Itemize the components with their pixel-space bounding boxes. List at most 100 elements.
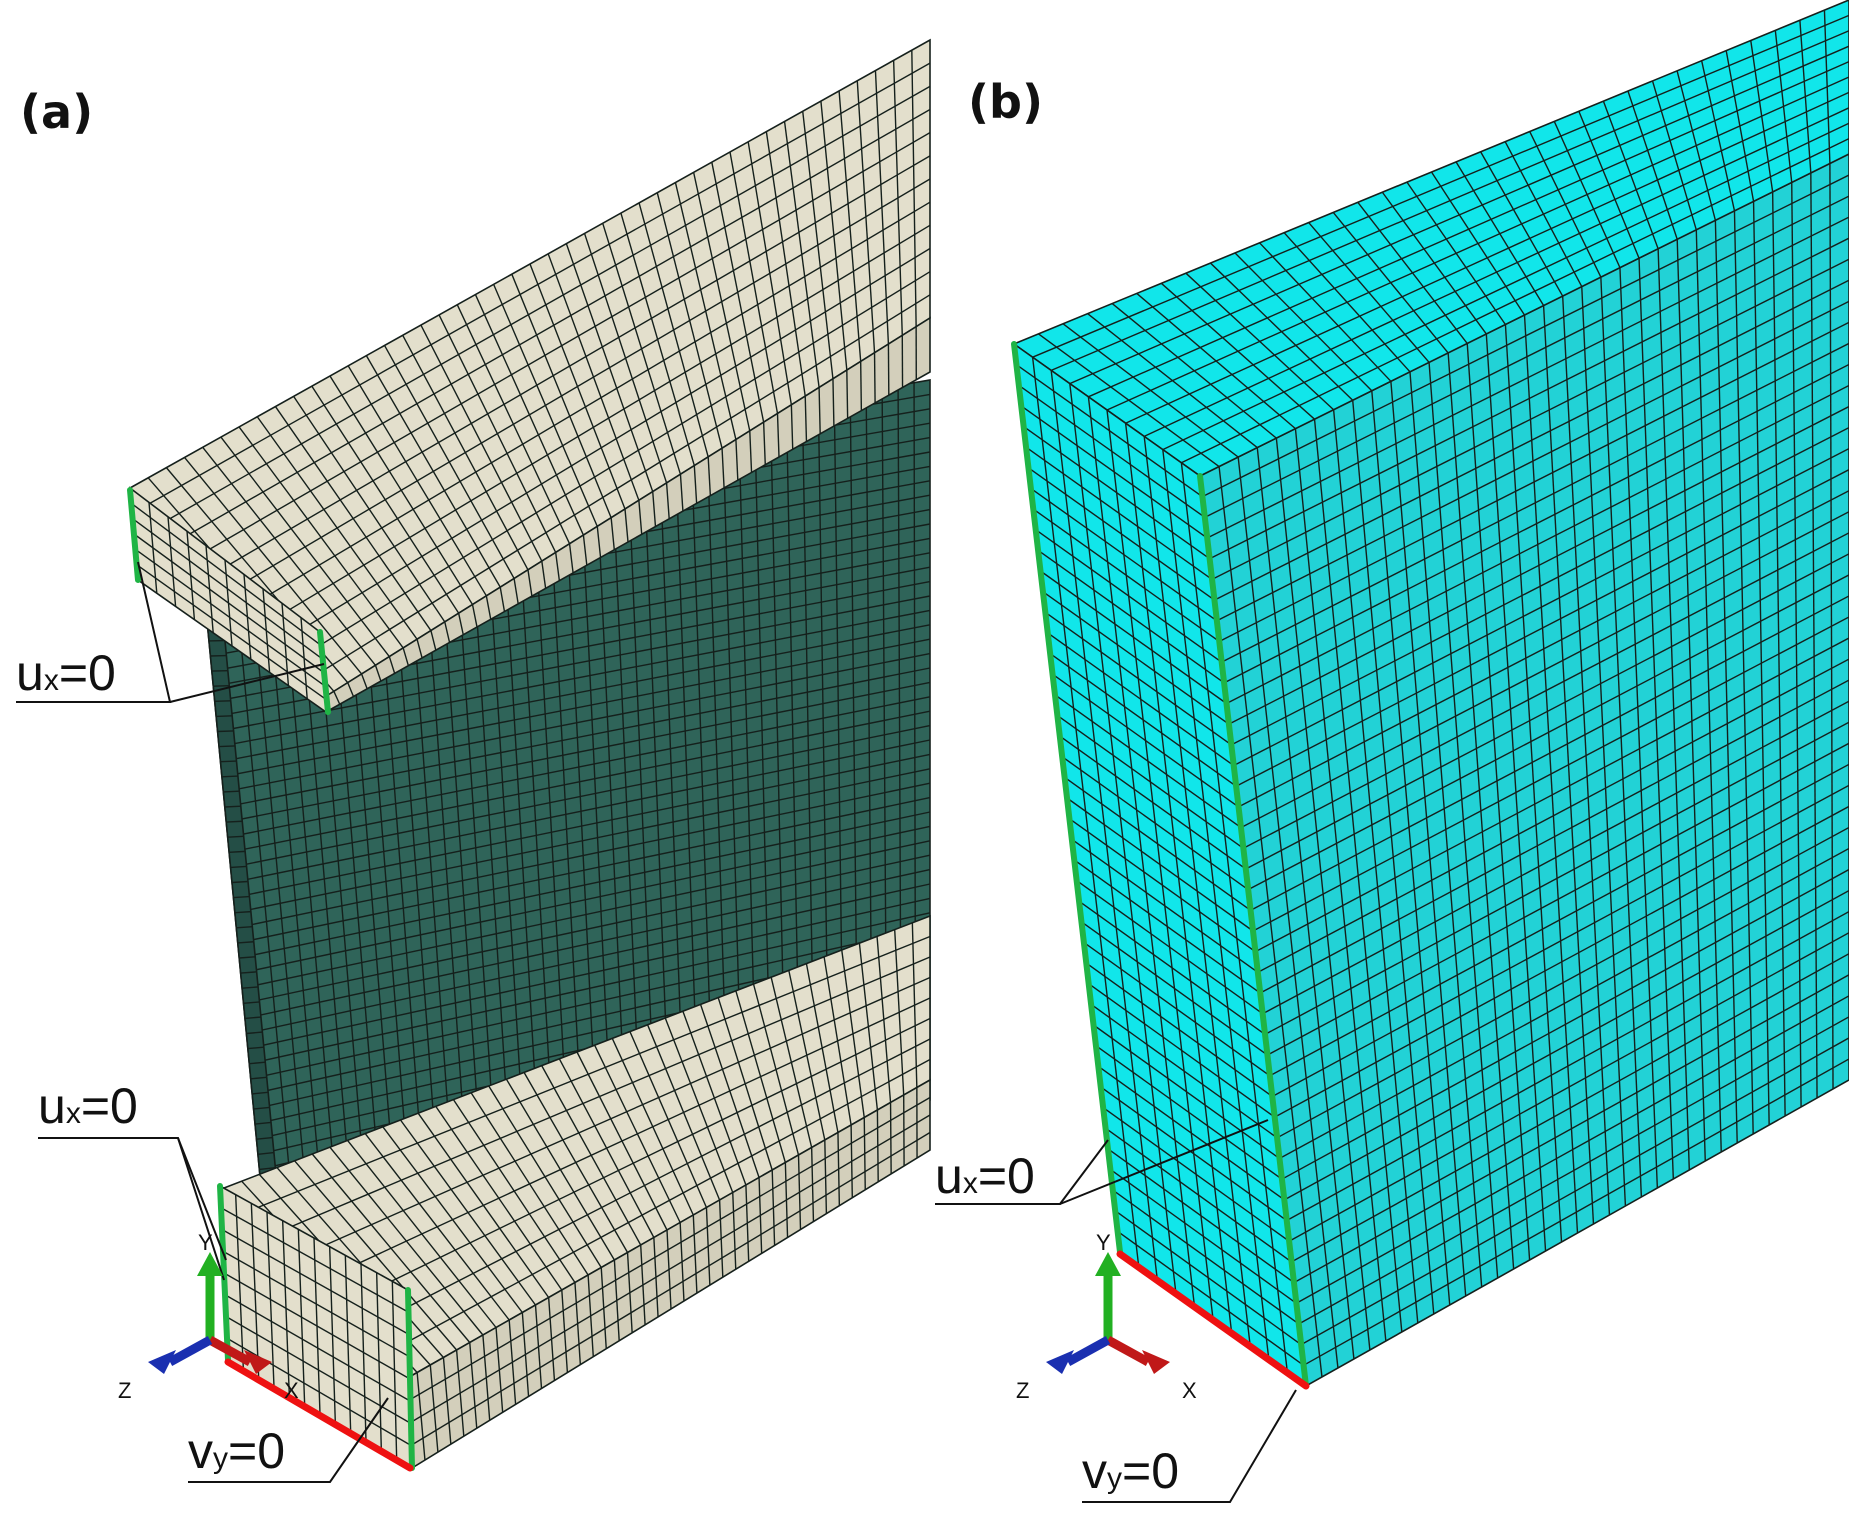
y-axis-arrowhead: [1095, 1252, 1121, 1276]
mesh-line: [1250, 595, 1849, 911]
mesh-line: [223, 1272, 411, 1380]
mesh-line: [1093, 1024, 1280, 1160]
z-axis-arrowhead: [148, 1350, 176, 1374]
mesh-line: [1230, 426, 1849, 746]
mesh-line: [381, 1058, 931, 1357]
mesh-line: [1143, 107, 1849, 438]
bc-label-a-bottom-ux: ux=0: [38, 1078, 138, 1134]
panel-a-ibeam: [128, 38, 931, 1470]
mesh-line: [224, 178, 931, 595]
mesh-line: [1262, 700, 1849, 1015]
mesh-line: [253, 1106, 270, 1110]
mesh-line: [1209, 237, 1849, 560]
mesh-line: [1211, 258, 1849, 581]
ibeam-mesh: [128, 38, 931, 1470]
mesh-line: [347, 682, 355, 697]
mesh-line: [1274, 805, 1849, 1118]
mesh-line: [224, 1294, 411, 1402]
bc-edge-b-right: [1197, 473, 1309, 1389]
mesh-line: [1235, 469, 1849, 787]
bc-base: v: [1082, 1443, 1107, 1499]
mesh-line: [220, 624, 931, 763]
mesh-line: [133, 533, 324, 673]
mesh-line: [568, 543, 574, 573]
axis-triad-b: [1046, 1252, 1170, 1374]
y-axis-label: Y: [1096, 1230, 1111, 1255]
mesh-line: [1109, 1168, 1297, 1304]
mesh-line: [259, 1166, 276, 1171]
mesh-line: [228, 710, 931, 853]
mesh-line: [416, 639, 423, 659]
mesh-line: [1293, 974, 1849, 1284]
mesh-line: [226, 820, 243, 823]
leader-lines: [16, 561, 1297, 1503]
bottom-flange-end-face: [219, 1184, 413, 1470]
mesh-line: [405, 1096, 931, 1403]
mesh-line: [313, 997, 931, 1285]
mesh-line: [254, 1121, 272, 1125]
block-top-face: [1012, 0, 1849, 477]
mesh-line: [457, 613, 464, 635]
mesh-line: [234, 768, 931, 914]
mesh-line: [237, 796, 931, 944]
mesh-line: [244, 868, 931, 1020]
mesh-line: [1069, 818, 1256, 953]
bottom-flange-front-face: [403, 1078, 931, 1470]
mesh-line: [230, 724, 931, 869]
mesh-line: [256, 224, 931, 630]
bc-base: u: [38, 1078, 66, 1134]
bc-label-b-vy: vy=0: [1082, 1443, 1179, 1499]
z-axis-arrowhead: [1046, 1350, 1074, 1374]
mesh-line: [220, 760, 237, 763]
bc-edge-a-top-right: [317, 629, 331, 715]
mesh-line: [249, 912, 931, 1065]
x-axis-label: X: [284, 1378, 299, 1403]
mesh-line: [1020, 405, 1208, 539]
mesh-line: [1255, 637, 1849, 953]
mesh-line: [499, 587, 506, 612]
mesh-line: [1042, 591, 1230, 725]
mesh-line: [229, 850, 246, 853]
mesh-line: [1066, 797, 1254, 932]
mesh-line: [610, 517, 615, 550]
mesh-line: [776, 413, 780, 458]
mesh-line: [1283, 889, 1849, 1201]
mesh-line: [226, 681, 931, 823]
mesh-line: [291, 976, 931, 1261]
mesh-line: [1032, 14, 1849, 358]
leader-a-bottom-ux-1: [38, 1137, 225, 1281]
mesh-line: [246, 1031, 263, 1035]
bc-label-a-top-ux: ux=0: [16, 645, 116, 701]
bc-rhs: =0: [1122, 1443, 1179, 1499]
leader-b-ux-2: [1059, 1119, 1269, 1205]
boundary-condition-edges: [127, 341, 1310, 1472]
mesh-line: [221, 638, 931, 778]
mesh-line: [1300, 1037, 1849, 1346]
mesh-line: [1279, 847, 1849, 1160]
mesh-line: [1257, 658, 1849, 973]
mesh-line: [679, 474, 684, 512]
mesh-line: [233, 753, 931, 899]
mesh-line: [268, 956, 931, 1237]
mesh-line: [1044, 611, 1232, 746]
mesh-line: [1083, 941, 1271, 1077]
mesh-line: [1238, 490, 1849, 808]
mesh-line: [554, 552, 561, 581]
x-axis-label: X: [1182, 1378, 1197, 1403]
mesh-line: [1081, 921, 1268, 1056]
mesh-line: [1259, 679, 1849, 994]
mesh-line: [250, 1076, 267, 1080]
mesh-line: [1100, 1086, 1288, 1222]
x-axis-arrowhead: [244, 1350, 272, 1374]
mesh-line: [762, 422, 766, 465]
mesh-line: [1028, 467, 1215, 601]
mesh-line: [1037, 549, 1225, 684]
mesh-line: [749, 430, 753, 473]
mesh-line: [444, 621, 451, 643]
mesh-line: [239, 956, 256, 959]
mesh-line: [218, 609, 931, 748]
mesh-line: [1023, 425, 1211, 560]
mesh-line: [652, 491, 657, 527]
mesh-line: [223, 652, 931, 793]
mesh-line: [1243, 532, 1849, 849]
